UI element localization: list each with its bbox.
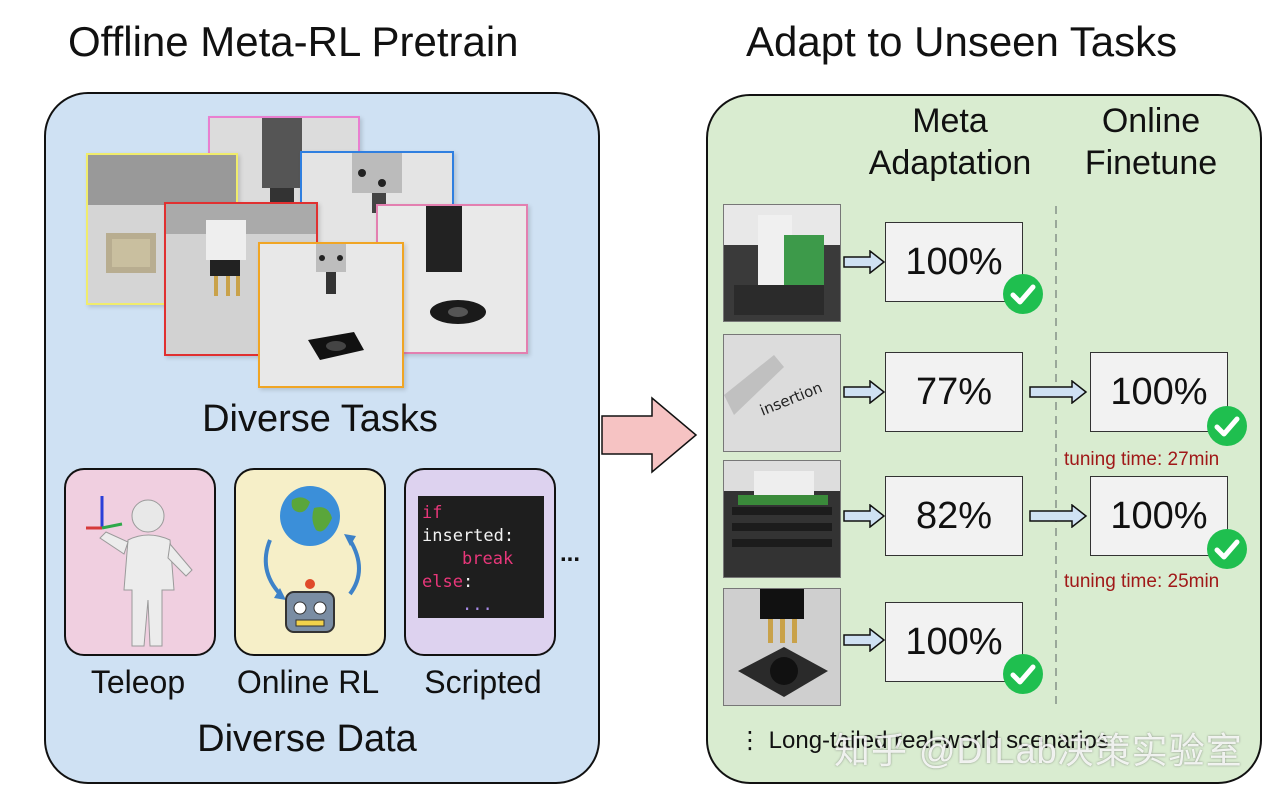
online-rl-card (234, 468, 386, 656)
column-header-online-line1: Online (1101, 102, 1201, 140)
column-header-online-line2: Finetune (1084, 144, 1218, 182)
source-label-online-rl: Online RL (236, 664, 380, 700)
long-tailed-note: ⋮ Long-tailed real-world scenarios (738, 727, 1109, 754)
row3-arrow-icon (843, 504, 886, 528)
code-condition: inserted: (422, 526, 515, 546)
teleop-card (64, 468, 216, 656)
diverse-data-label: Diverse Data (197, 718, 417, 760)
code-colon: : (462, 572, 474, 592)
row2-arrow-icon (843, 380, 886, 404)
online-score-row2: 100% (1090, 352, 1228, 432)
row4-arrow-icon (843, 628, 886, 652)
code-else-keyword: else (422, 572, 463, 592)
task-image-pcie (723, 204, 841, 322)
column-divider (1055, 206, 1057, 706)
row1-arrow-icon (843, 250, 886, 274)
check-icon-row4-meta (1003, 654, 1043, 694)
task-photo-6 (258, 242, 404, 388)
row3-finetune-arrow-icon (1029, 504, 1088, 528)
watermark: 知乎 @DILab决策实验室 (834, 730, 1243, 771)
meta-score-row4: 100% (885, 602, 1023, 682)
pretrain-to-adapt-arrow (601, 396, 698, 474)
task-image-insertion: insertion (723, 334, 841, 452)
tuning-time-row3: tuning time: 25min (1064, 571, 1220, 592)
task-image-plug (723, 588, 841, 706)
globe-robot-icon (263, 486, 361, 633)
meta-score-row2: 77% (885, 352, 1023, 432)
diverse-tasks-label: Diverse Tasks (202, 398, 438, 440)
task-image-ram (723, 460, 841, 578)
right-title: Adapt to Unseen Tasks (746, 18, 1178, 65)
code-if-keyword: if (422, 503, 443, 523)
column-header-meta-line1: Meta (912, 102, 988, 140)
teleop-figure-icon (86, 496, 193, 647)
check-icon-row1-meta (1003, 274, 1043, 314)
source-label-scripted: Scripted (424, 664, 542, 700)
meta-score-row3: 82% (885, 476, 1023, 556)
scripted-card: if inserted: break else: ... (404, 468, 556, 656)
tuning-time-row2: tuning time: 27min (1064, 449, 1220, 470)
code-break: break (462, 549, 514, 569)
column-header-meta-line2: Adaptation (868, 144, 1032, 182)
code-ellipsis: ... (462, 595, 493, 615)
meta-score-row1: 100% (885, 222, 1023, 302)
online-score-row3: 100% (1090, 476, 1228, 556)
column-header-meta: Meta Adaptation (850, 100, 1050, 184)
check-icon-row3-online (1207, 529, 1247, 569)
column-header-online: Online Finetune (1066, 100, 1236, 184)
check-icon-row2-online (1207, 406, 1247, 446)
data-sources-more: ... (560, 540, 581, 567)
row2-finetune-arrow-icon (1029, 380, 1088, 404)
left-title: Offline Meta-RL Pretrain (68, 18, 519, 65)
code-snippet-icon: if inserted: break else: ... (418, 496, 544, 618)
task-photo-4 (376, 204, 528, 354)
source-label-teleop: Teleop (90, 664, 186, 700)
